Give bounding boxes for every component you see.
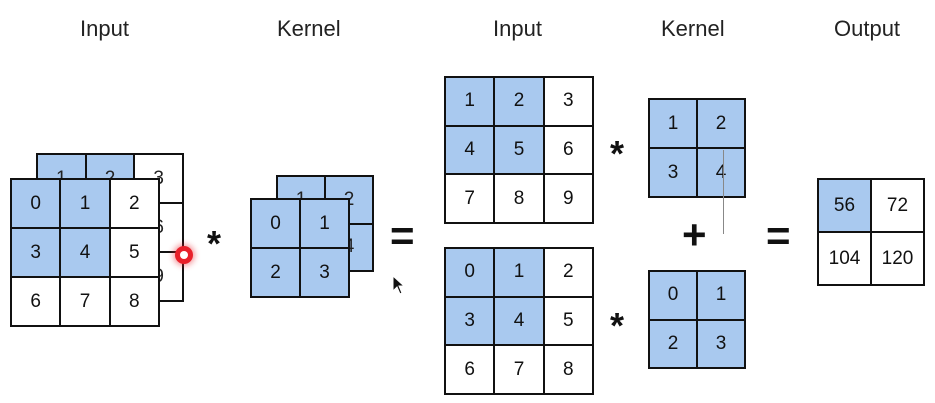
plus-operator: +: [682, 211, 707, 258]
grid-cell: 5: [110, 229, 158, 276]
grid-cell: 7: [495, 346, 543, 393]
grid-cell: 2: [544, 249, 592, 296]
grid-cell: 1: [446, 78, 494, 125]
grid-cell: 3: [650, 149, 696, 196]
grid-cell: 6: [544, 126, 592, 174]
right-input-top-grid: 1 2 3 4 5 6 7 8 9: [444, 76, 594, 224]
grid-cell: 104: [819, 233, 870, 284]
grid-cell: 1: [495, 249, 543, 296]
grid-cell: 0: [446, 249, 494, 296]
grid-cell: 9: [544, 175, 592, 222]
grid-cell: 2: [252, 249, 299, 296]
grid-cell: 3: [301, 249, 348, 296]
grid-cell: 1: [301, 200, 348, 247]
grid-cell: 1: [698, 272, 744, 319]
grid-cell: 4: [698, 149, 744, 196]
title-kernel-left: Kernel: [277, 16, 341, 41]
left-input-front-grid: 0 1 2 3 4 5 6 7 8: [10, 178, 160, 327]
grid-cell: 2: [650, 320, 696, 367]
right-kernel-bottom-grid: 0 1 2 3: [648, 270, 746, 369]
grid-cell: 7: [61, 278, 109, 325]
grid-cell: 4: [446, 126, 494, 174]
grid-cell: 6: [446, 346, 494, 393]
grid-cell: 1: [650, 100, 696, 147]
grid-cell: 72: [872, 180, 923, 231]
grid-cell: 5: [495, 126, 543, 174]
mouse-pointer-icon: [392, 275, 406, 295]
right-input-bottom-grid: 0 1 2 3 4 5 6 7 8: [444, 247, 594, 395]
grid-cell: 0: [12, 180, 60, 227]
grid-cell: 3: [12, 229, 60, 276]
grid-cell: 1: [61, 180, 109, 227]
grid-cell: 2: [698, 100, 744, 147]
equals-operator: =: [390, 212, 415, 259]
multiply-operator: *: [207, 223, 222, 264]
grid-cell: 0: [650, 272, 696, 319]
grid-cell: 2: [495, 78, 543, 125]
title-output: Output: [834, 16, 901, 41]
grid-cell: 8: [110, 278, 158, 325]
grid-cell: 3: [544, 78, 592, 125]
equals-operator: =: [766, 212, 791, 259]
grid-cell: 7: [446, 175, 494, 222]
multiply-operator: *: [610, 305, 625, 346]
grid-cell: 8: [495, 175, 543, 222]
grid-cell: 4: [495, 297, 543, 345]
grid-cell: 6: [12, 278, 60, 325]
left-kernel-front-grid: 0 1 2 3: [250, 198, 350, 298]
cursor-highlight-icon: [175, 246, 193, 264]
grid-cell: 120: [872, 233, 923, 284]
grid-cell: 3: [698, 320, 744, 367]
grid-cell: 0: [252, 200, 299, 247]
title-input-right: Input: [493, 16, 542, 41]
right-kernel-top-grid: 1 2 3 4: [648, 98, 746, 198]
multiply-operator: *: [610, 133, 625, 174]
annotation-line: [723, 150, 724, 234]
grid-cell: 56: [819, 180, 870, 231]
title-kernel-right: Kernel: [661, 16, 725, 41]
grid-cell: 4: [61, 229, 109, 276]
grid-cell: 8: [544, 346, 592, 393]
grid-cell: 3: [446, 297, 494, 345]
grid-cell: 5: [544, 297, 592, 345]
grid-cell: 2: [110, 180, 158, 227]
output-grid: 56 72 104 120: [817, 178, 925, 286]
title-input-left: Input: [80, 16, 129, 41]
